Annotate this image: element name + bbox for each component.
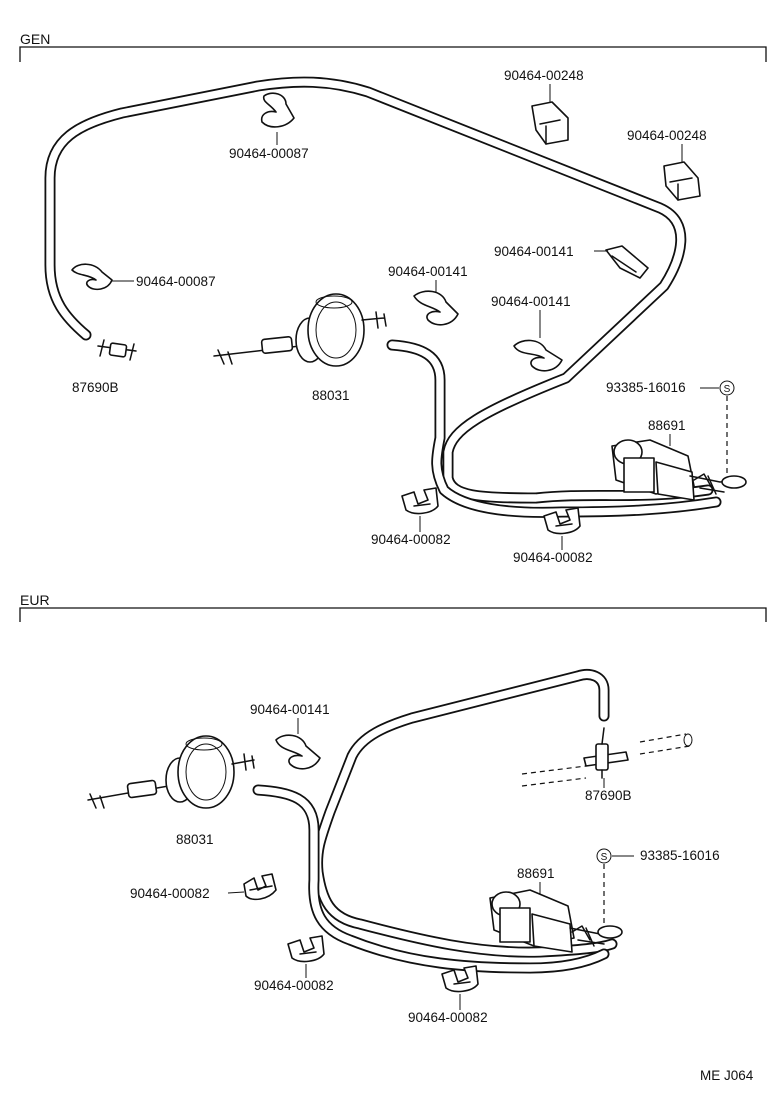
eur-section-label: EUR [20, 592, 50, 608]
gen-clip-082-a-label: 90464-00082 [371, 532, 451, 547]
eur-actuator-label: 88031 [176, 832, 214, 847]
eur-hose-short [252, 784, 610, 974]
diagram-code: ME J064 [700, 1068, 754, 1083]
eur-clip-082-a-label: 90464-00082 [130, 886, 210, 901]
eur-clip-082-b [287, 935, 325, 963]
gen-clip-087-a [260, 92, 295, 128]
eur-clip-141-label: 90464-00141 [250, 702, 330, 717]
gen-clip-082-a [401, 487, 439, 515]
eur-clip-082-b-label: 90464-00082 [254, 978, 334, 993]
gen-clip-248-a-label: 90464-00248 [504, 68, 584, 83]
gen-clip-141-c-label: 90464-00141 [491, 294, 571, 309]
gen-actuator-label: 88031 [312, 388, 350, 403]
gen-clip-082-b [543, 507, 581, 535]
svg-text:S: S [601, 852, 608, 863]
eur-connector-label: 87690B [585, 788, 632, 803]
gen-clip-248-a [531, 101, 569, 145]
eur-valve-label: 88691 [517, 866, 555, 881]
gen-clip-087-b-label: 90464-00087 [136, 274, 216, 289]
gen-section-label: GEN [20, 31, 50, 47]
eur-section-frame [19, 607, 767, 622]
eur-clip-082-c [441, 965, 479, 993]
gen-clip-082-b-label: 90464-00082 [513, 550, 593, 565]
gen-connector-label: 87690B [72, 380, 119, 395]
eur-valve-88691 [489, 889, 623, 953]
eur-clip-082-c-label: 90464-00082 [408, 1010, 488, 1025]
gen-actuator-88031 [213, 293, 387, 367]
eur-connector-87690b [583, 727, 629, 779]
eur-hose-upper [312, 669, 618, 958]
svg-text:S: S [724, 384, 731, 395]
eur-section: EUR 87690B [19, 592, 767, 1025]
gen-valve-label: 88691 [648, 418, 686, 433]
gen-section-frame [19, 46, 767, 62]
gen-clip-141-c [513, 339, 563, 372]
gen-clip-087-a-label: 90464-00087 [229, 146, 309, 161]
gen-valve-88691 [611, 439, 747, 501]
gen-connector-87690b [97, 339, 137, 361]
eur-actuator-88031 [87, 735, 255, 809]
eur-screw-label: 93385-16016 [640, 848, 720, 863]
gen-clip-141-a [413, 290, 459, 326]
gen-clip-141-b-label: 90464-00141 [494, 244, 574, 259]
gen-hose-short [386, 339, 722, 518]
gen-clip-087-b [71, 263, 113, 291]
gen-clip-141-b [605, 245, 649, 279]
eur-dashed-hose [521, 733, 693, 787]
gen-clip-141-a-label: 90464-00141 [388, 264, 468, 279]
gen-screw-marker: S [719, 380, 735, 474]
gen-clip-248-b [663, 161, 701, 201]
gen-clip-248-b-label: 90464-00248 [627, 128, 707, 143]
gen-hose-loop [44, 76, 714, 504]
eur-clip-141 [275, 734, 321, 770]
gen-screw-label: 93385-16016 [606, 380, 686, 395]
gen-section: GEN 87690B 88031 [19, 31, 767, 565]
eur-screw-marker: S [596, 848, 612, 926]
eur-clip-082-a [243, 873, 277, 901]
